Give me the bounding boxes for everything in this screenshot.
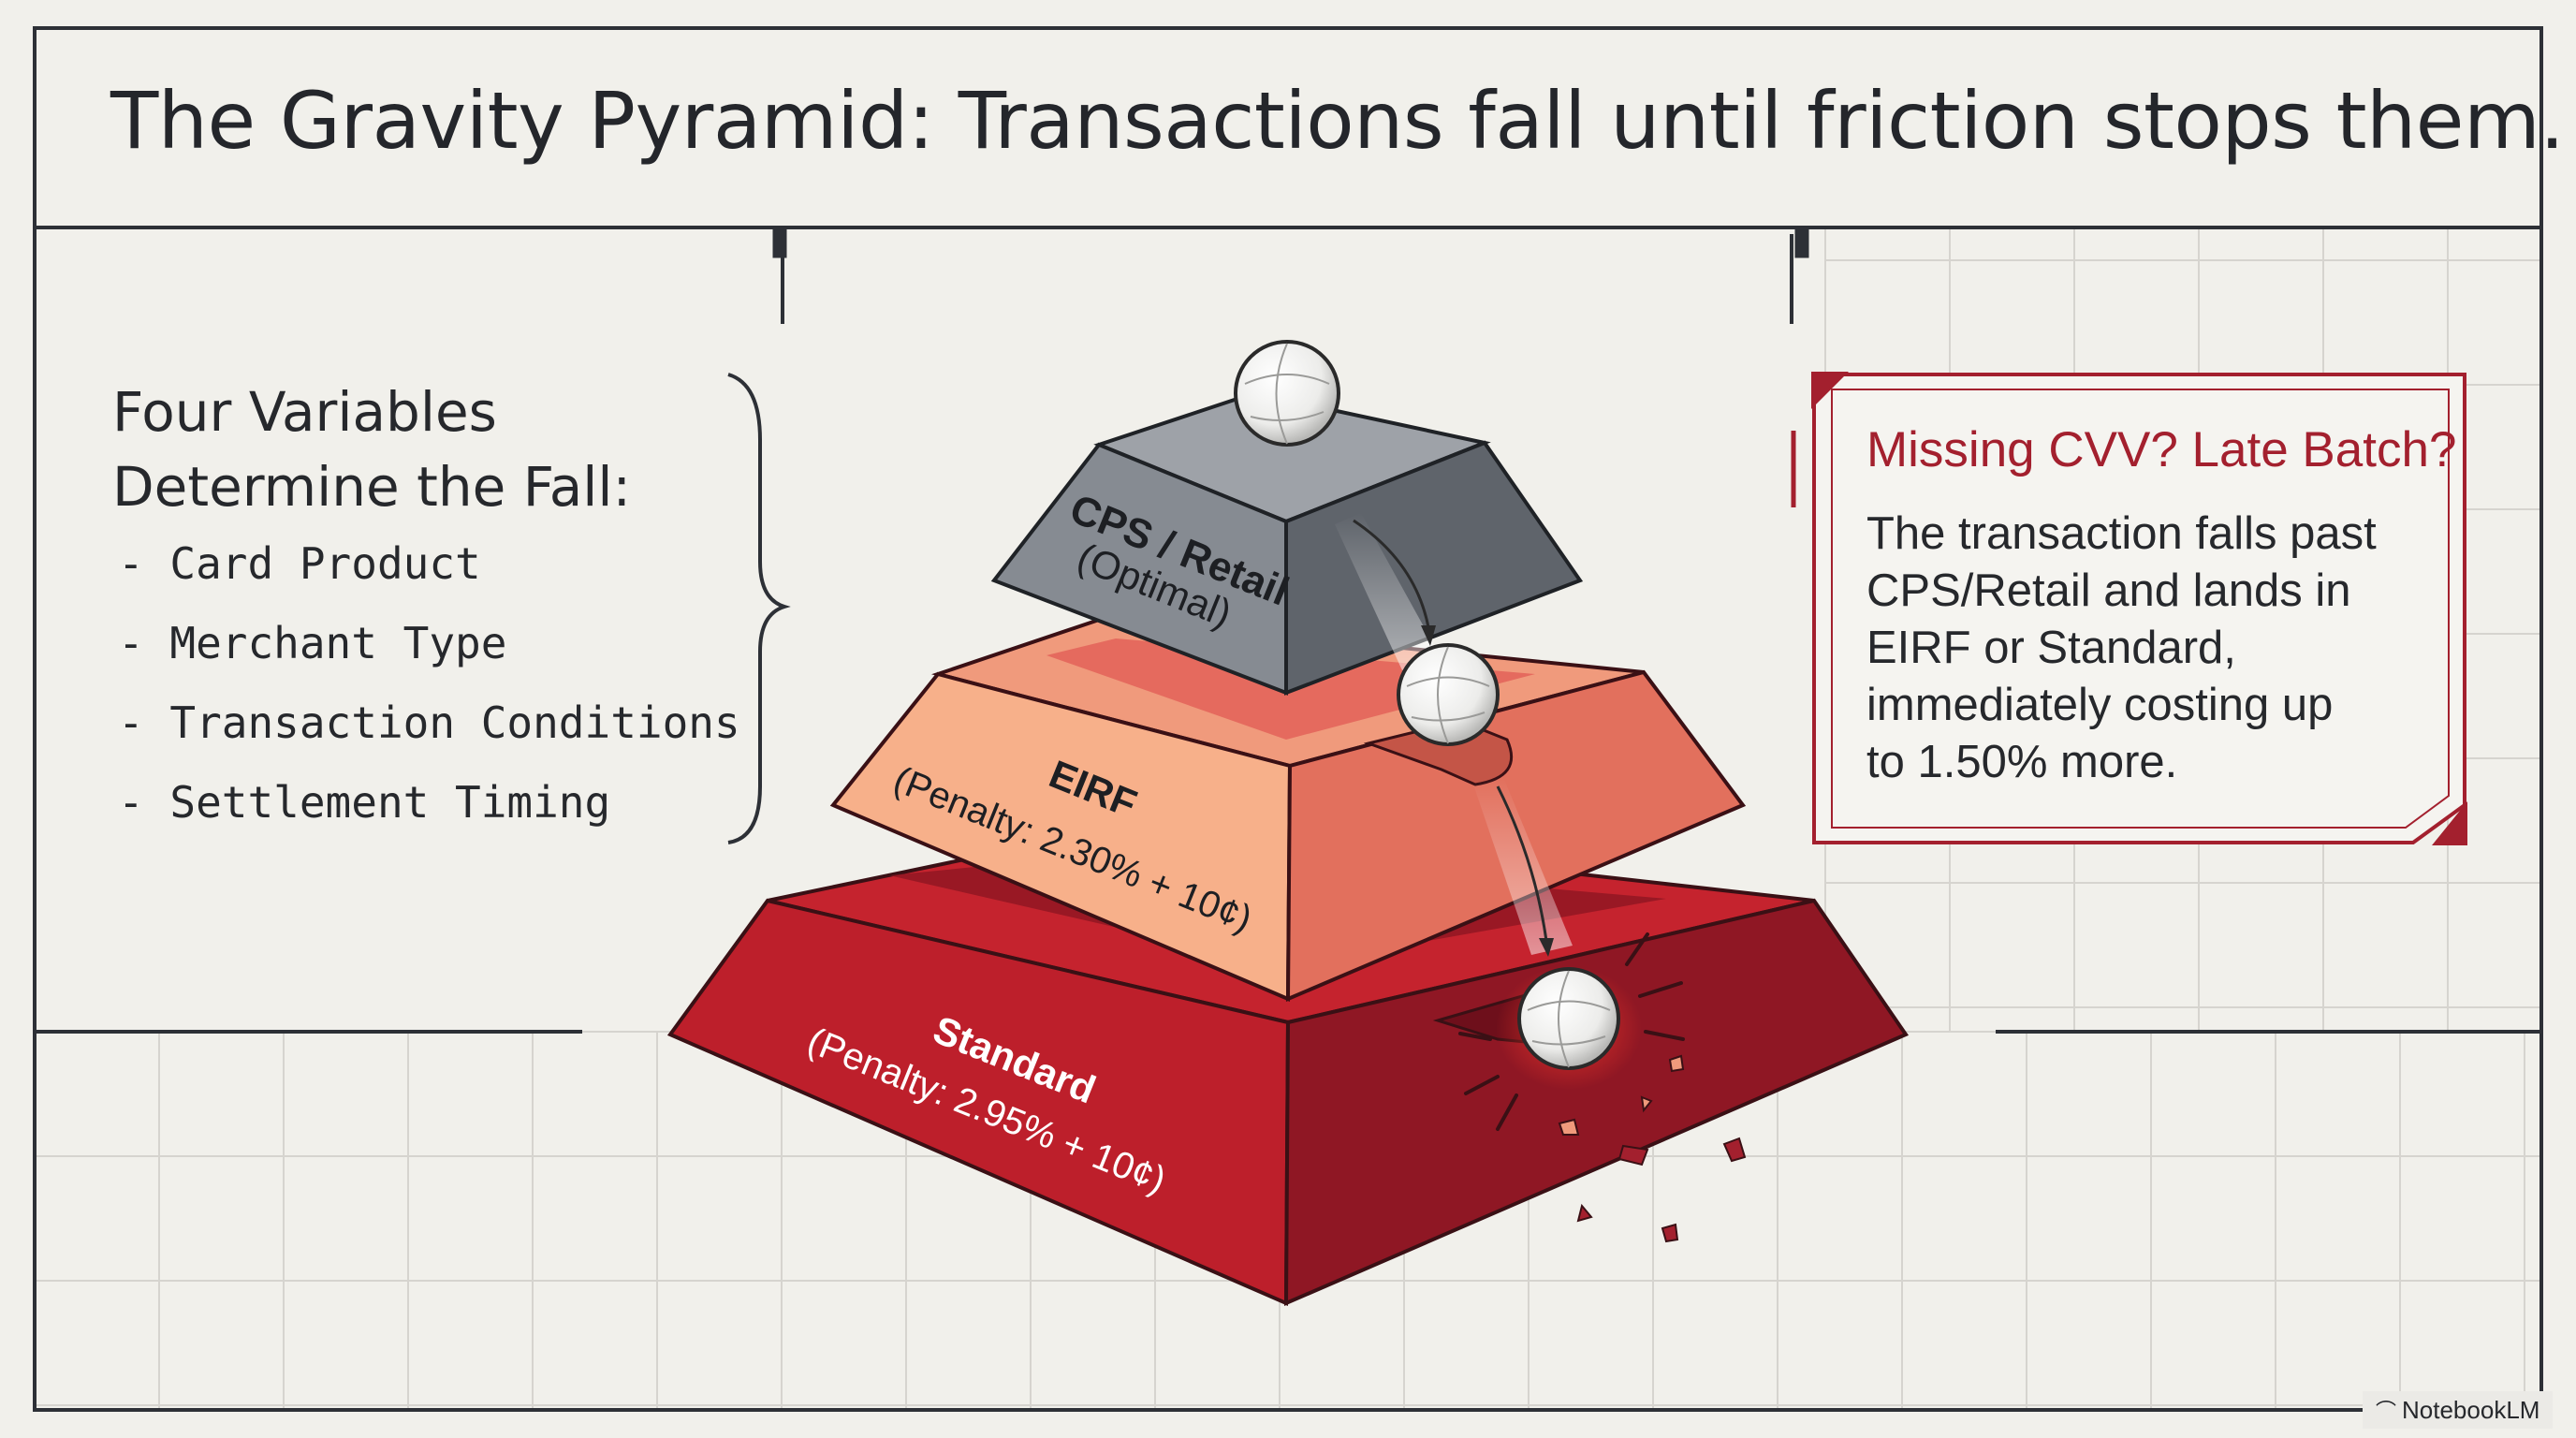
variables-list: - Card Product - Merchant Type - Transac… [118,524,740,843]
transaction-ball-bottom [1517,967,1620,1070]
pyramid-tier-cps-retail [990,390,1584,696]
fall-trail-2 [1473,777,1573,957]
callout-body-line: EIRF or Standard, [1866,623,2236,673]
variable-item-card-product: - Card Product [118,538,481,589]
variable-item-settlement-timing: - Settlement Timing [118,777,611,828]
callout-body-line: The transaction falls past [1866,508,2377,559]
callout-body-line: immediately costing up [1866,680,2334,730]
callout-body: The transaction falls past CPS/Retail an… [1866,506,2428,791]
variables-heading-line-2: Determine the Fall: [112,455,632,519]
callout-body-line: to 1.50% more. [1866,737,2178,787]
frame [33,26,2543,1412]
variable-item-transaction-conditions: - Transaction Conditions [118,697,740,748]
callout-body-line: CPS/Retail and lands in [1866,565,2351,616]
callout-box [1791,372,2467,845]
transaction-ball-top [1234,340,1340,447]
notebooklm-icon: ⌒ [2376,1400,2397,1423]
fall-trail-1 [1335,513,1440,670]
watermark-label: NotebookLM [2402,1396,2540,1424]
transaction-ball-middle [1397,643,1500,746]
variables-heading: Four Variables Determine the Fall: [112,374,631,524]
page-title: The Gravity Pyramid: Transactions fall u… [110,75,2565,167]
variable-item-merchant-type: - Merchant Type [118,618,507,668]
variables-heading-line-1: Four Variables [112,380,497,444]
notebooklm-watermark: ⌒NotebookLM [2363,1391,2554,1429]
callout-heading: Missing CVV? Late Batch? [1866,422,2457,477]
